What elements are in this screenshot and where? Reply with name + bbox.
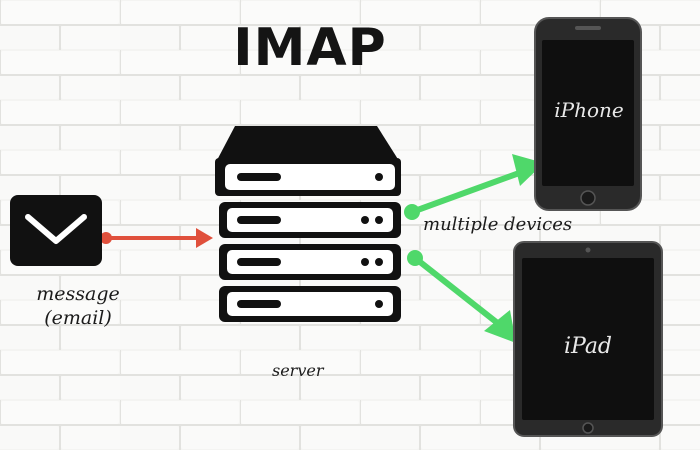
server-label: server [272, 361, 324, 380]
envelope-icon [10, 195, 102, 266]
message-label: message (email) [36, 283, 120, 329]
server-rack-icon [215, 126, 401, 322]
tablet-icon [513, 241, 663, 437]
message-to-server-arrow [100, 228, 213, 248]
server-to-ipad-arrow [407, 250, 516, 343]
diagram-title: IMAP [233, 18, 387, 78]
smartphone-icon [534, 17, 642, 211]
multiple-devices-label: multiple devices [423, 214, 573, 235]
server-to-iphone-arrow [404, 154, 544, 220]
iphone-label: iPhone [554, 98, 624, 122]
ipad-label: iPad [563, 334, 613, 359]
